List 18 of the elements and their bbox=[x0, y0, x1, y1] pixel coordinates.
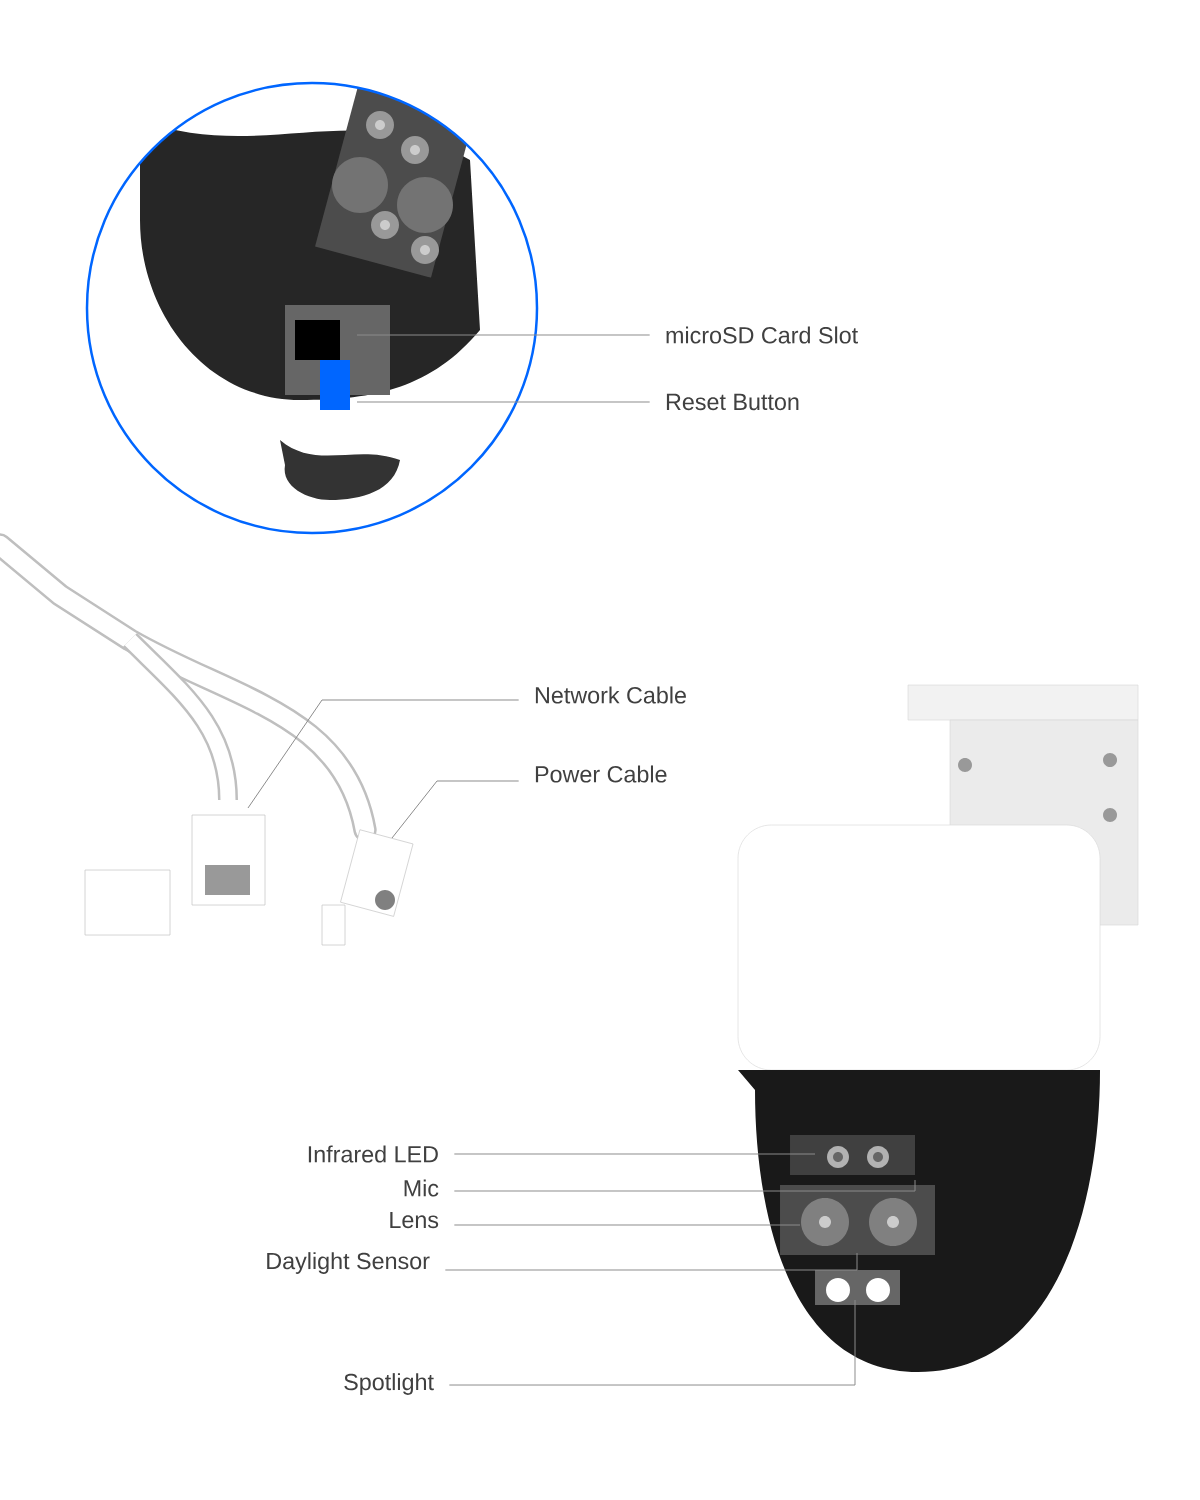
leader-line bbox=[453, 1179, 916, 1192]
callout-label: Infrared LED bbox=[308, 1145, 438, 1163]
callout-label: Mic bbox=[404, 1179, 439, 1197]
callout-label: Daylight Sensor bbox=[267, 1252, 430, 1274]
leader-line bbox=[356, 401, 651, 403]
callout-label: Lens bbox=[390, 1211, 439, 1229]
callout-label: Spotlight bbox=[344, 1373, 434, 1395]
callout-label: Power Cable bbox=[535, 765, 667, 783]
callout-label: Reset Button bbox=[666, 393, 799, 411]
callout-label: microSD Card Slot bbox=[666, 326, 858, 344]
leader-line bbox=[247, 699, 520, 809]
leader-line bbox=[356, 334, 651, 336]
leader-line bbox=[448, 1299, 856, 1386]
leader-line bbox=[453, 1224, 801, 1226]
leader-line bbox=[453, 1153, 816, 1155]
leader-line bbox=[391, 780, 520, 839]
leader-line bbox=[444, 1252, 858, 1271]
callout-label: Network Cable bbox=[535, 686, 686, 704]
